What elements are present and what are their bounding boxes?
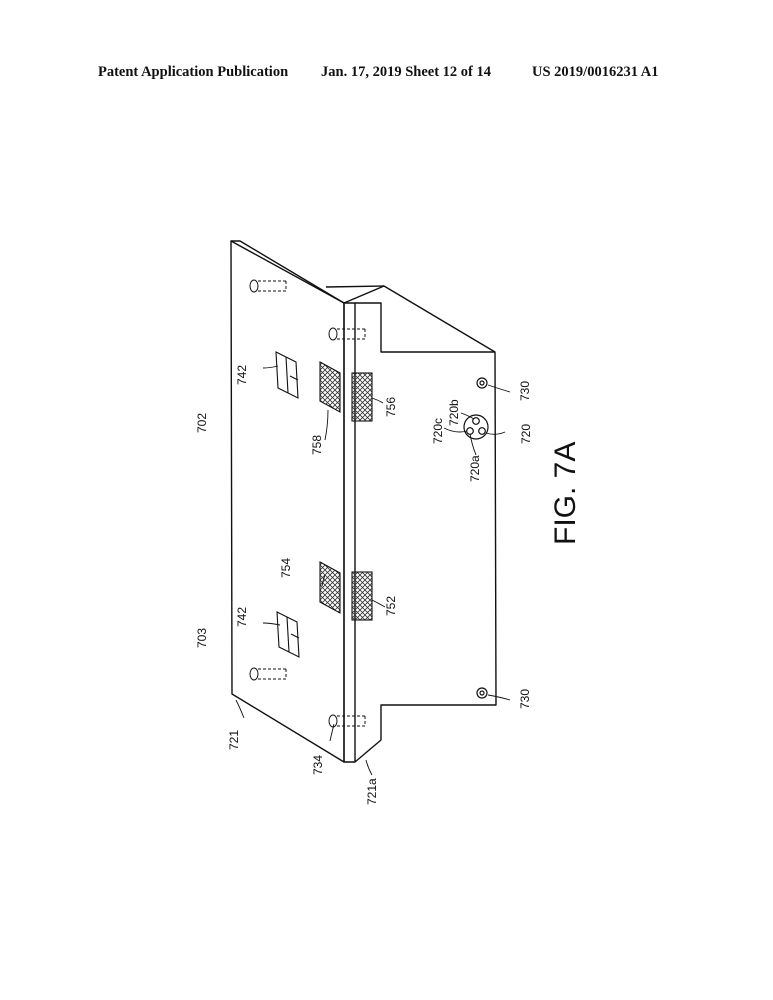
pad-758 <box>319 361 341 413</box>
back-plate-edge <box>231 240 345 304</box>
pad-756 <box>351 372 373 422</box>
label-720: 720 <box>519 424 533 444</box>
side-face <box>343 303 355 763</box>
hatched-pads <box>319 361 373 621</box>
label-730-upper: 730 <box>518 381 532 401</box>
housing-outline <box>230 240 497 763</box>
date-and-sheet: Jan. 17, 2019 Sheet 12 of 14 <box>321 64 491 80</box>
label-720c: 720c <box>431 418 445 444</box>
label-742-upper: 742 <box>235 365 249 385</box>
fastener-upper-left <box>249 279 259 293</box>
fastener-slots <box>249 279 366 728</box>
label-720b: 720b <box>447 399 461 426</box>
fastener-lower-right <box>328 714 338 728</box>
leader-lines <box>235 365 511 776</box>
label-702: 702 <box>195 413 209 433</box>
label-752: 752 <box>384 596 398 616</box>
fastener-lower-left <box>249 667 259 681</box>
label-758: 758 <box>310 435 324 455</box>
figure-caption: FIG. 7A <box>549 442 582 545</box>
connectors-742 <box>275 351 300 658</box>
front-panel-top-notch <box>355 302 495 353</box>
label-720a: 720a <box>468 455 482 482</box>
publication-number: US 2019/0016231 A1 <box>532 64 659 80</box>
front-panel <box>343 285 497 763</box>
label-721: 721 <box>227 730 241 750</box>
pad-752 <box>351 571 373 621</box>
round-connector-720 <box>463 414 489 440</box>
label-703: 703 <box>195 628 209 648</box>
label-742-lower: 742 <box>235 607 249 627</box>
label-734: 734 <box>311 755 325 775</box>
top-ridge <box>325 285 385 288</box>
mounting-holes-730 <box>476 377 488 699</box>
label-730-lower: 730 <box>518 689 532 709</box>
publication-type: Patent Application Publication <box>98 64 289 80</box>
pad-754 <box>319 561 341 614</box>
back-plate-top-face <box>230 240 345 763</box>
label-721a: 721a <box>365 778 379 805</box>
label-754: 754 <box>279 558 293 578</box>
label-756: 756 <box>384 397 398 417</box>
fastener-upper-right <box>328 327 338 341</box>
